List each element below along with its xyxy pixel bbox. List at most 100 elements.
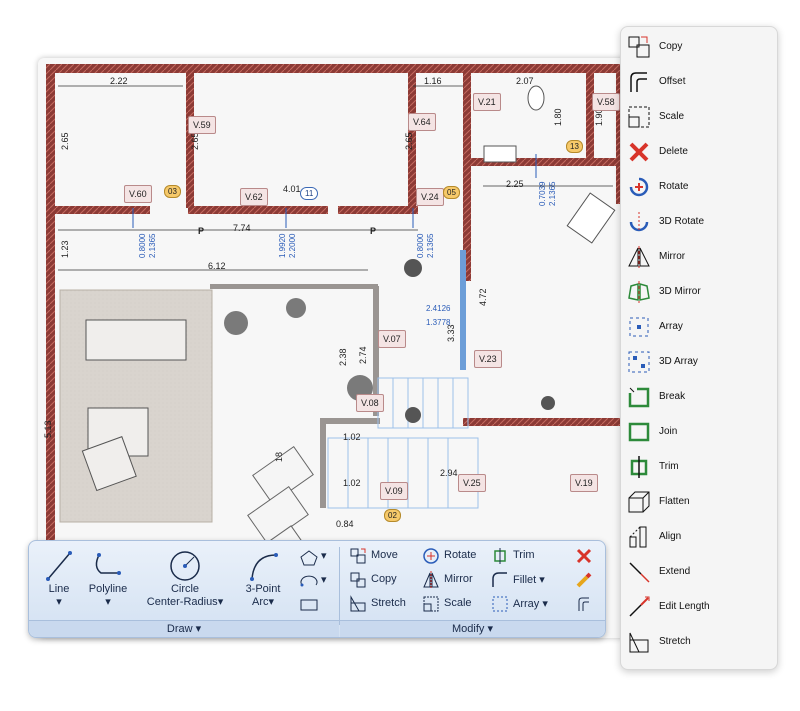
- menu-item-label: Rotate: [659, 181, 689, 192]
- view-tag[interactable]: V.62: [240, 188, 268, 206]
- dim-label: 1.23: [60, 240, 70, 258]
- menu-item-3d-rotate[interactable]: 3D Rotate: [621, 204, 777, 239]
- blue-dim-label: 0.8000: [416, 233, 425, 258]
- blue-dim-label: 2.4126: [426, 304, 451, 313]
- menu-item-break[interactable]: Break: [621, 379, 777, 414]
- modify-menu: Copy Offset Scale Delete Rotate 3D Rotat…: [620, 26, 778, 670]
- blue-dim-label: 1.9920: [278, 233, 287, 258]
- menu-item-label: 3D Array: [659, 356, 698, 367]
- delete-icon[interactable]: [575, 547, 593, 565]
- stretch-icon: [629, 632, 649, 653]
- menu-item-array[interactable]: Array: [621, 309, 777, 344]
- view-tag[interactable]: V.08: [356, 394, 384, 412]
- dropdown-arrow: ▾: [56, 596, 62, 608]
- menu-item-label: Trim: [659, 461, 679, 472]
- view-tag[interactable]: V.25: [458, 474, 486, 492]
- circle-label: Circle: [170, 583, 200, 595]
- menu-item-edit-length[interactable]: Edit Length: [621, 589, 777, 624]
- array-button[interactable]: Array ▾: [513, 598, 548, 610]
- menu-item-label: 3D Mirror: [659, 286, 701, 297]
- align-icon: [629, 526, 647, 548]
- trim-button[interactable]: Trim: [513, 549, 535, 561]
- mirror-button[interactable]: Mirror: [444, 573, 473, 585]
- menu-item-align[interactable]: Align: [621, 519, 777, 554]
- menu-item-stretch[interactable]: Stretch: [621, 624, 777, 659]
- menu-item-scale[interactable]: Scale: [621, 99, 777, 134]
- mirror-icon: [628, 246, 650, 268]
- floor-plan-drawing: [46, 64, 633, 624]
- stretch-button[interactable]: Stretch: [371, 597, 406, 609]
- view-tag[interactable]: V.59: [188, 116, 216, 134]
- extend-icon: [629, 562, 650, 583]
- view-tag[interactable]: V.21: [473, 93, 501, 111]
- menu-item-flatten[interactable]: Flatten: [621, 484, 777, 519]
- circle-center-radius-button[interactable]: Circle Center-Radius▾: [137, 549, 233, 608]
- blue-dim-label: 0.7039: [538, 181, 547, 206]
- rotate-button[interactable]: Rotate: [444, 549, 477, 561]
- polyline-button[interactable]: Polyline ▾: [81, 549, 135, 608]
- copy-icon: [350, 572, 366, 588]
- ellipse-icon[interactable]: [299, 573, 319, 591]
- menu-item-3d-mirror[interactable]: 3D Mirror: [621, 274, 777, 309]
- delete-icon: [629, 142, 649, 162]
- view-tag[interactable]: V.24: [416, 188, 444, 206]
- view-tag[interactable]: V.64: [408, 113, 436, 131]
- wall-top: [46, 64, 630, 73]
- rotate-icon: [423, 548, 439, 564]
- line-button[interactable]: Line ▾: [39, 549, 79, 608]
- offset-icon[interactable]: [575, 595, 593, 613]
- menu-item-3d-array[interactable]: 3D Array: [621, 344, 777, 379]
- dim-label: 2.65: [404, 132, 414, 150]
- blue-dim-label: 2.1365: [148, 233, 157, 258]
- marker-badge[interactable]: 03: [164, 185, 181, 198]
- view-tag[interactable]: V.58: [592, 93, 620, 111]
- dim-label: 2.22: [110, 76, 128, 86]
- dim-label: 5.13: [43, 420, 53, 438]
- menu-item-delete[interactable]: Delete: [621, 134, 777, 169]
- fillet-button[interactable]: Fillet ▾: [513, 574, 545, 586]
- view-tag[interactable]: V.09: [380, 482, 408, 500]
- pin-marker: P: [198, 226, 205, 236]
- view-tag[interactable]: V.23: [474, 350, 502, 368]
- menu-item-rotate[interactable]: Rotate: [621, 169, 777, 204]
- marker-badge[interactable]: 02: [384, 509, 401, 522]
- menu-item-label: Join: [659, 426, 678, 437]
- draw-group-footer[interactable]: Draw ▾: [29, 620, 339, 637]
- pencil-eraser-icon[interactable]: [575, 571, 593, 589]
- rotate-icon: [629, 177, 649, 197]
- dim-label: 1.02: [343, 432, 361, 442]
- copy-button[interactable]: Copy: [371, 573, 397, 585]
- modify-group-footer[interactable]: Modify ▾: [340, 620, 605, 637]
- copy-icon: [628, 36, 650, 58]
- array-icon: [492, 596, 508, 612]
- menu-item-mirror[interactable]: Mirror: [621, 239, 777, 274]
- view-tag[interactable]: V.19: [570, 474, 598, 492]
- group-separator: [339, 547, 340, 625]
- view-tag[interactable]: V.07: [378, 330, 406, 348]
- menu-item-label: Edit Length: [659, 601, 710, 612]
- marker-badge[interactable]: 05: [443, 186, 460, 199]
- menu-item-join[interactable]: Join: [621, 414, 777, 449]
- menu-item-trim[interactable]: Trim: [621, 449, 777, 484]
- move-icon: [350, 548, 366, 564]
- polygon-dropdown[interactable]: ▾: [321, 550, 327, 562]
- blue-dim-label: 2.1365: [548, 181, 557, 206]
- trim-icon: [494, 548, 506, 564]
- menu-item-offset[interactable]: Offset: [621, 64, 777, 99]
- menu-item-copy[interactable]: Copy: [621, 29, 777, 64]
- move-button[interactable]: Move: [371, 549, 398, 561]
- scale-button[interactable]: Scale: [444, 597, 472, 609]
- arc-label: 3-Point: [245, 583, 281, 595]
- menu-item-extend[interactable]: Extend: [621, 554, 777, 589]
- rectangle-icon[interactable]: [299, 597, 319, 613]
- ellipse-dropdown[interactable]: ▾: [321, 574, 327, 586]
- polyline-icon: [95, 553, 121, 575]
- hex-marker[interactable]: 11: [300, 187, 319, 200]
- polygon-icon[interactable]: [299, 549, 319, 567]
- dim-label: 2.65: [190, 132, 200, 150]
- view-tag[interactable]: V.60: [124, 185, 152, 203]
- three-point-arc-button[interactable]: 3-Point Arc▾: [235, 549, 291, 608]
- dim-label: 2.25: [506, 179, 524, 189]
- dropdown-arrow: ▾: [105, 596, 111, 608]
- marker-badge[interactable]: 13: [566, 140, 583, 153]
